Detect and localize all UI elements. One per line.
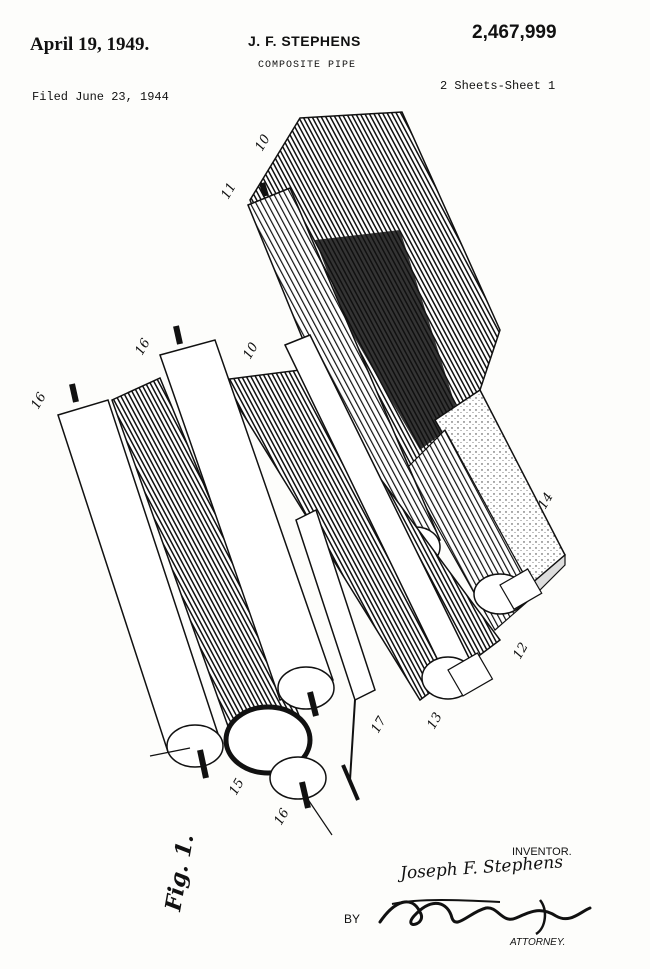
ref-numeral: 15 <box>226 776 247 798</box>
ref-numeral: 16 <box>271 806 292 828</box>
roller-13 <box>283 334 494 700</box>
ref-numeral: 11 <box>218 180 239 202</box>
ref-numeral: 14 <box>535 490 556 512</box>
patent-date: April 19, 1949. <box>30 34 150 55</box>
upper-roller-16 <box>159 325 335 717</box>
ref-numeral: 13 <box>424 710 445 732</box>
roller-12 <box>473 568 543 615</box>
ref-numeral: 10 <box>252 132 273 154</box>
ref-numeral: 12 <box>510 640 531 662</box>
filed-date: Filed June 23, 1944 <box>32 90 169 104</box>
by-label: BY <box>344 912 361 926</box>
ref-numeral: 17 <box>368 714 390 736</box>
patent-number: 2,467,999 <box>472 22 557 43</box>
ref-numeral: 10 <box>240 340 261 362</box>
patent-title: COMPOSITE PIPE <box>258 60 357 71</box>
sheet-count: 2 Sheets-Sheet 1 <box>440 79 556 93</box>
left-roller-16 <box>57 383 224 779</box>
inventor-name: J. F. STEPHENS <box>248 33 361 49</box>
pipe-mandrel-15 <box>111 376 313 776</box>
reference-numerals: 10 11 16 16 10 14 12 13 17 15 16 <box>28 132 556 828</box>
bottom-roller-16 <box>269 756 333 836</box>
attorney-signature <box>378 899 592 936</box>
figure-label: Fig. 1. <box>160 832 199 914</box>
inventor-label: INVENTOR. <box>512 846 572 858</box>
attorney-label: ATTORNEY. <box>510 937 566 948</box>
ref-numeral: 16 <box>132 336 153 358</box>
ref-numeral: 16 <box>28 390 49 412</box>
doctor-blade-17 <box>295 508 376 801</box>
